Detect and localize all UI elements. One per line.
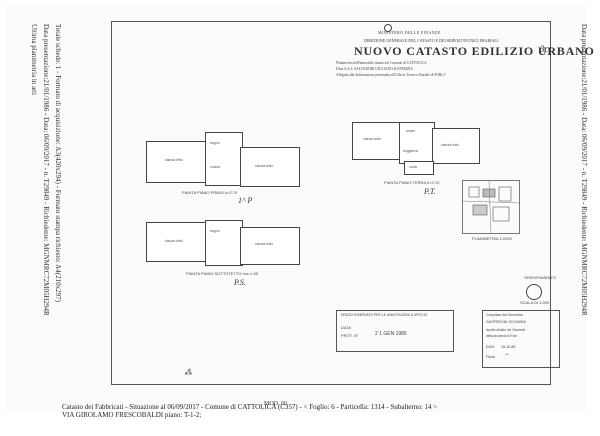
- room-label: bagno: [210, 141, 220, 145]
- footer-line-2: VIA GIROLAMO FRESCOBALDI piano: T-1-2;: [62, 411, 202, 419]
- room-label: stanza letto: [165, 239, 183, 243]
- surveyor-date: 15-10-85: [501, 345, 516, 349]
- site-plan-caption: PLANIMETRIA 1:2000: [472, 236, 512, 241]
- municipality-line: Planimetria dell'immobile situato nel Co…: [336, 61, 427, 65]
- surveyor-box: Compilata dal Geometra GASPERONI GIOVANN…: [482, 310, 560, 368]
- scale-label: SCALA DI 1:200: [520, 300, 550, 305]
- room-label: soggiorno: [403, 149, 419, 153]
- attic-caption: PIANTA PIANO SOTTOTETTO hm=1.90: [186, 271, 259, 276]
- office-line: Allegata alla dichiarazione presentata a…: [336, 73, 446, 77]
- orientation-label: ORIENTAMENTO: [524, 275, 556, 280]
- attic-left-block: stanza letto: [146, 222, 208, 262]
- handwritten-mark: 3c: [540, 44, 549, 54]
- cadastral-footer: Catasto dei Fabbricati - Situazione al 0…: [62, 403, 437, 419]
- form-code: MOD. 60: [264, 401, 288, 407]
- north-arrow-icon: [526, 284, 542, 300]
- state-emblem-icon: [384, 24, 392, 32]
- footer-line-1: Catasto dei Fabbricati - Situazione al 0…: [62, 403, 438, 411]
- office-data-label: DATA: [341, 325, 352, 330]
- room-label: locale: [406, 129, 416, 133]
- surveyor-signature: ~: [505, 351, 509, 359]
- office-annotation-box: SPAZIO RISERVATO PER LE ANNOTAZIONI D'UF…: [336, 310, 454, 352]
- ground-floor-core: locale soggiorno: [399, 122, 435, 164]
- owner-line: Ditta S.A.S. SALVADORI GIULIANO & PATRIZ…: [336, 67, 413, 71]
- site-plan: [462, 180, 520, 234]
- surveyor-date-label: DATA: [486, 345, 495, 349]
- room-label: stanza letto: [363, 137, 381, 141]
- ground-floor-caption: PIANTA PIANO TERRA h=2.70: [384, 180, 440, 185]
- ground-floor-extension: carta: [404, 161, 434, 175]
- office-prot-label: PROT. N°: [341, 333, 359, 338]
- surveyor-role: Iscritto all'albo dei Geometri: [486, 328, 526, 332]
- attic-core: bagno: [205, 220, 243, 266]
- office-annotation-header: SPAZIO RISERVATO PER LE ANNOTAZIONI D'UF…: [341, 313, 428, 317]
- first-floor-core: bagno cucina: [205, 132, 243, 186]
- margin-note-1: Ultima planimetria in atti: [30, 24, 38, 95]
- room-label: stanza letto: [255, 164, 273, 168]
- office-date-stamp: 2 1 GEN 1986: [375, 331, 407, 337]
- room-label: stanza letto: [165, 158, 183, 162]
- ground-floor-left-block: stanza letto: [352, 122, 402, 160]
- first-floor-caption: PIANTA PIANO PRIMO h=2.70: [182, 190, 238, 195]
- ministry-name: MINISTERO DELLE FINANZE: [378, 30, 441, 35]
- margin-note-2: Data presentazione:21/01/1986 - Data: 06…: [42, 24, 50, 316]
- first-floor-hand-label: 1^ P: [238, 196, 253, 205]
- cadastral-sheet: Ultima planimetria in atti Data presenta…: [6, 4, 594, 412]
- ground-floor-right-block: stanza letto: [432, 128, 480, 164]
- surveyor-province: della provincia di Forlì: [486, 334, 518, 338]
- first-floor-right-block: stanza letto: [240, 147, 300, 187]
- document-title: NUOVO CATASTO EDILIZIO URBANO: [354, 44, 595, 58]
- attic-hand-label: P.S.: [234, 278, 246, 287]
- surveyor-compiled-label: Compilata dal Geometra: [486, 313, 523, 317]
- room-label: bagno: [210, 229, 220, 233]
- surveyor-name: GASPERONI GIOVANNI: [486, 320, 526, 324]
- margin-note-3: Totale schede: 1 - Formato di acquisizio…: [54, 24, 62, 302]
- room-label: cucina: [210, 165, 221, 169]
- room-label: stanza letto: [255, 242, 273, 246]
- drawing-frame: [111, 21, 551, 385]
- directorate-name: DIREZIONE GENERALE DEL CATASTO E DEI SER…: [364, 38, 499, 43]
- surveyor-signature-label: Firma: [486, 355, 495, 359]
- site-plan-drawing: [462, 180, 520, 234]
- ground-floor-hand-label: P.T.: [424, 187, 436, 196]
- room-label: stanza letto: [441, 143, 459, 147]
- room-label: carta: [409, 165, 417, 169]
- corner-mark: ⁂: [184, 368, 192, 377]
- attic-right-block: stanza letto: [240, 227, 300, 265]
- margin-note-right: Data presentazione:21/01/1986 - Data: 06…: [580, 24, 588, 316]
- first-floor-left-block: stanza letto: [146, 141, 208, 183]
